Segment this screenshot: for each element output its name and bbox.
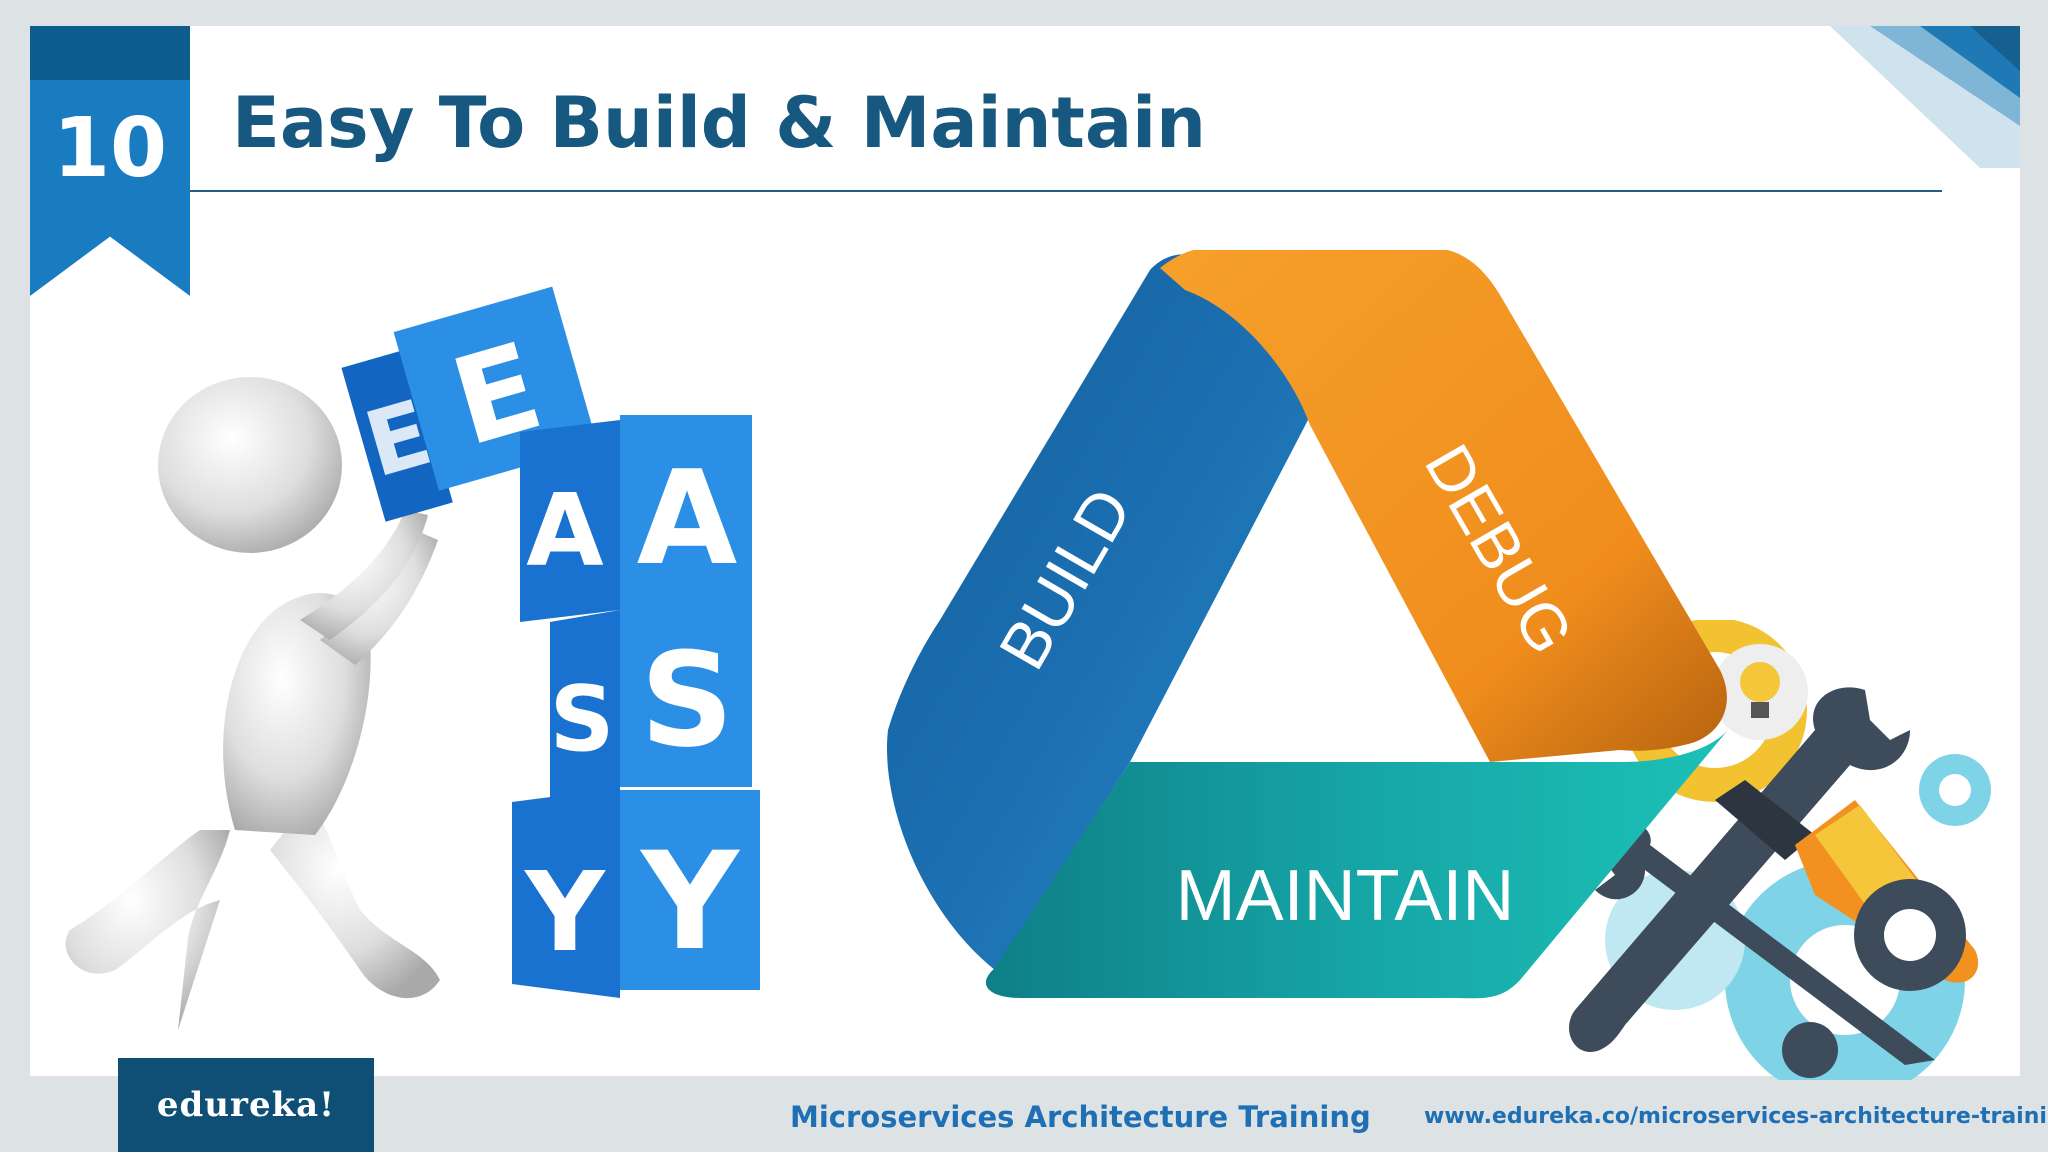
lightbulb-icon bbox=[1712, 644, 1808, 740]
build-band bbox=[886, 254, 1308, 970]
corner-decoration bbox=[1830, 26, 2020, 168]
ribbon-top-band bbox=[30, 26, 190, 80]
slide-title: Easy To Build & Maintain bbox=[232, 82, 1206, 164]
cube-letter-s: S bbox=[640, 624, 734, 776]
footer-url-link[interactable]: www.edureka.co/microservices-architectur… bbox=[1424, 1104, 2048, 1129]
footer-course-title: Microservices Architecture Training bbox=[790, 1100, 1371, 1134]
gear-icon bbox=[1782, 879, 1966, 1078]
cube-letter-a: A bbox=[637, 442, 738, 594]
person-figure-icon bbox=[65, 377, 440, 1030]
slide-number: 10 bbox=[52, 101, 168, 196]
build-debug-maintain-cycle: BUILD DEBUG MAINTAIN bbox=[886, 250, 1728, 999]
logo-text: edureka! bbox=[156, 1085, 336, 1125]
easy-cubes-illustration: E E A A S S Y Y bbox=[65, 286, 760, 1030]
cube-y: Y Y bbox=[512, 788, 760, 998]
wrench-icon bbox=[1567, 687, 1935, 1065]
label-maintain: MAINTAIN bbox=[1176, 856, 1515, 936]
debug-band bbox=[1160, 250, 1727, 762]
cube-letter-y: Y bbox=[639, 823, 741, 980]
cube-s: S S bbox=[550, 607, 752, 802]
cube-a: A A bbox=[520, 415, 752, 622]
cube-side-letter-s: S bbox=[550, 667, 615, 772]
cube-side-letter-a: A bbox=[526, 472, 603, 589]
edureka-logo[interactable]: edureka! bbox=[118, 1058, 374, 1152]
maintain-band bbox=[985, 730, 1728, 999]
tools-gears-illustration bbox=[1567, 620, 1991, 1080]
cube-side-letter-y: Y bbox=[523, 848, 606, 976]
title-divider bbox=[190, 190, 1942, 192]
